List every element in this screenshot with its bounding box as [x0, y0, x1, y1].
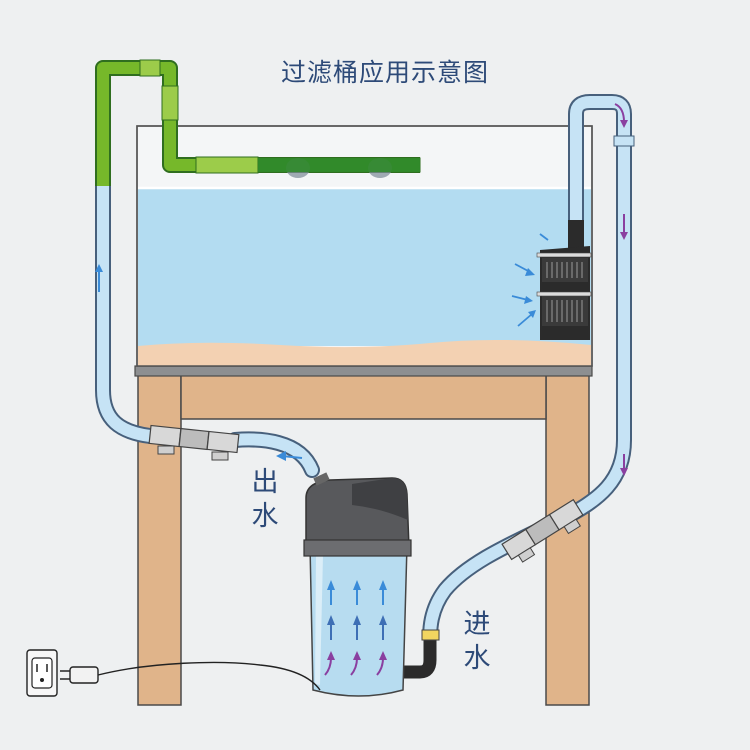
table-top [134, 365, 593, 377]
table-leg-right [545, 374, 590, 706]
power-plug-icon [60, 666, 99, 684]
diagram-title: 过滤桶应用示意图 [280, 58, 489, 87]
inlet-label-char: 进 [463, 609, 491, 640]
flow-arrow-icon [511, 233, 549, 327]
flow-arrow-icon [614, 103, 628, 128]
inlet-label-char: 水 [463, 643, 491, 674]
outflow-tube [95, 180, 320, 478]
table-apron [180, 374, 547, 420]
table-leg-left [137, 374, 182, 706]
outlet-label: 出 水 [248, 466, 282, 534]
power-cord [97, 661, 321, 691]
intake-strainer [536, 220, 592, 340]
outlet-label-char: 水 [251, 501, 279, 532]
inflow-tube [422, 94, 635, 641]
green-return-pipe [95, 59, 421, 186]
flow-arrow-icon [95, 264, 103, 292]
flow-arrow-icon [620, 454, 628, 476]
canister-filter [303, 472, 440, 697]
inflow-quick-disconnect [501, 498, 584, 563]
outflow-quick-disconnect [148, 424, 240, 461]
flow-arrow-icon [276, 451, 303, 461]
power-outlet-icon [26, 649, 58, 697]
outlet-label-char: 出 [251, 467, 279, 498]
aquarium-tank [136, 125, 593, 367]
tank-sand [138, 339, 591, 366]
tank-water [138, 188, 591, 346]
flow-arrow-icon [324, 580, 387, 676]
flow-arrow-icon [620, 214, 628, 240]
inlet-label: 进 水 [460, 608, 494, 676]
